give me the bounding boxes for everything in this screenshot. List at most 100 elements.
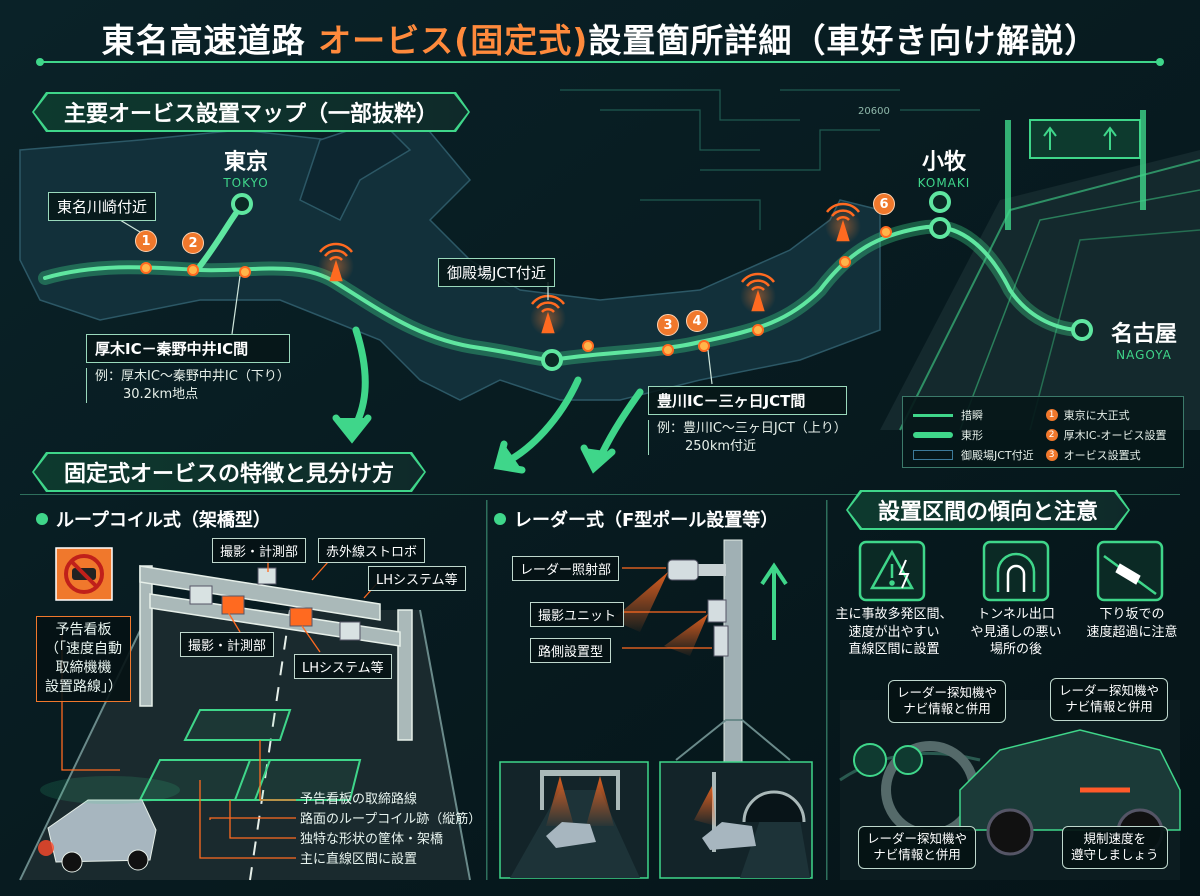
legend-row-road: 東形 bbox=[913, 425, 1034, 445]
tip-bubble-3: レーダー探知機や ナビ情報と併用 bbox=[858, 826, 977, 869]
city-tokyo: 東京 TOKYO bbox=[212, 144, 280, 190]
city-tokyo-jp: 東京 bbox=[223, 150, 268, 175]
city-komaki: 小牧 KOMAKI bbox=[906, 144, 982, 190]
sign-body-3: 設置路線」） bbox=[45, 678, 122, 695]
legend-row-box: 御殿場JCT付近 bbox=[913, 445, 1034, 465]
legend-marker-2: 2 bbox=[1045, 429, 1058, 441]
title-rest: 設置箇所詳細（車好き向け解説） bbox=[588, 21, 1099, 60]
radar-heading: レーダー式（F型ポール設置等） bbox=[494, 506, 778, 532]
gantry-illustration bbox=[19, 565, 471, 881]
callout-atsugi-title: 厚木IC－秦野中井IC間 bbox=[86, 334, 290, 363]
no-car-sign-icon bbox=[55, 547, 113, 601]
orbis-marker-3: 3 bbox=[657, 314, 679, 336]
loop-label-lh-top: LHシステム等 bbox=[368, 566, 466, 591]
legend-node-label: 措瞬 bbox=[961, 409, 983, 422]
title-main: 東名高速道路 bbox=[101, 21, 306, 60]
tendency-tunnel-l3: 場所の後 bbox=[989, 642, 1042, 658]
orbis-dots bbox=[140, 226, 892, 356]
orbis-marker-1: 1 bbox=[135, 230, 157, 252]
legend-marker-1: 1 bbox=[1045, 409, 1058, 421]
map-code: 20600 bbox=[858, 106, 890, 117]
callout-kawasaki: 東名川崎付近 bbox=[48, 192, 157, 221]
sign-title: 予告看板 bbox=[55, 622, 112, 638]
orbis-marker-6: 6 bbox=[873, 193, 895, 215]
radar-label-emitter: レーダー照射部 bbox=[512, 556, 620, 581]
tip-bubble-4-l1: 規制速度を bbox=[1083, 831, 1147, 846]
downhill-car-icon bbox=[1096, 540, 1164, 602]
loop-heading-dot bbox=[36, 513, 48, 525]
tip-bubble-3-l1: レーダー探知機や bbox=[867, 831, 968, 846]
highway-perspective bbox=[880, 110, 1200, 431]
tunnel-icon bbox=[982, 540, 1050, 602]
radar-label-roadside: 路側設置型 bbox=[530, 638, 612, 663]
tip-bubble-4-l2: 遵守しましょう bbox=[1071, 847, 1159, 863]
tip-bubble-4: 規制速度を 遵守しましょう bbox=[1062, 826, 1168, 869]
sign-body-1: （「速度自動 bbox=[45, 640, 122, 657]
sign-body-2: 取締機機 bbox=[55, 659, 112, 676]
tendency-downhill-l1: 下り坂での bbox=[1099, 607, 1165, 622]
legend-m1-label: 東京に大正式 bbox=[1063, 409, 1130, 422]
callout-atsugi-detail: 例：厚木IC～秦野中井IC（下り） 30.2km地点 bbox=[86, 368, 290, 404]
loop-heading: ループコイル式（架橋型） bbox=[36, 506, 271, 532]
tendency-tunnel-l1: トンネル出口 bbox=[977, 607, 1055, 622]
legend-road-swatch bbox=[913, 432, 953, 438]
loop-label-ir-strobe: 赤外線ストロボ bbox=[318, 538, 426, 563]
tip-bubble-3-l2: ナビ情報と併用 bbox=[873, 847, 961, 863]
callout-atsugi: 厚木IC－秦野中井IC間 例：厚木IC～秦野中井IC（下り） 30.2km地点 bbox=[86, 334, 290, 404]
inset-gantry-photo bbox=[499, 761, 649, 879]
city-komaki-en: KOMAKI bbox=[917, 176, 971, 190]
legend-road-label: 東形 bbox=[961, 429, 983, 442]
callout-atsugi-line2: 30.2km地点 bbox=[123, 386, 199, 402]
loop-note-3: 独特な形状の筐体・架橋 bbox=[300, 832, 444, 847]
map-banner-text: 主要オービス設置マップ（一部抜粋） bbox=[34, 94, 468, 130]
legend-m2-label: 厚木IC-オービス設置 bbox=[1063, 429, 1167, 442]
legend-node-swatch bbox=[913, 413, 953, 417]
tip-bubble-2-l2: ナビ情報と併用 bbox=[1065, 699, 1153, 715]
tip-bubble-2: レーダー探知機や ナビ情報と併用 bbox=[1050, 678, 1169, 721]
callout-gotemba: 御殿場JCT付近 bbox=[438, 258, 556, 287]
tip-bubble-2-l1: レーダー探知機や bbox=[1059, 683, 1160, 698]
callout-toyokawa-title: 豊川IC－三ヶ日JCT間 bbox=[648, 386, 847, 415]
tip-bubble-1-l1: レーダー探知機や bbox=[897, 685, 998, 700]
tendency-item-accident: 主に事故多発区間、 速度が出やすい 直線区間に設置 bbox=[832, 606, 956, 659]
callout-toyokawa: 豊川IC－三ヶ日JCT間 例：豊川IC～三ヶ日JCT（上り） 250km付近 bbox=[648, 386, 847, 456]
callout-toyokawa-detail: 例：豊川IC～三ヶ日JCT（上り） 250km付近 bbox=[648, 420, 847, 456]
tendency-item-tunnel: トンネル出口 や見通しの悪い 場所の後 bbox=[958, 606, 1074, 659]
tendency-banner: 設置区間の傾向と注意 bbox=[846, 490, 1130, 530]
features-banner: 固定式オービスの特徴と見分け方 bbox=[32, 452, 426, 492]
radar-heading-dot bbox=[494, 513, 506, 525]
inset-tunnel-photo bbox=[659, 761, 813, 879]
title-accent: オービス(固定式) bbox=[318, 21, 589, 60]
loop-note-4: 主に直線区間に設置 bbox=[300, 852, 418, 867]
loop-note-1: 予告看板の取締路線 bbox=[300, 792, 418, 807]
tendency-item-downhill: 下り坂での 速度超過に注意 bbox=[1076, 606, 1188, 641]
legend-box-label: 御殿場JCT付近 bbox=[961, 449, 1034, 462]
radar-pin-icons bbox=[318, 202, 861, 336]
title-underline bbox=[36, 58, 1164, 66]
loop-label-camera-top: 撮影・計測部 bbox=[212, 538, 307, 563]
route-nodes bbox=[231, 191, 1093, 371]
callout-leaders bbox=[119, 219, 713, 385]
radar-heading-text: レーダー式（F型ポール設置等） bbox=[514, 510, 779, 531]
orbis-marker-4: 4 bbox=[686, 310, 708, 332]
legend-row-m2: 2 厚木IC-オービス設置 bbox=[1045, 425, 1167, 445]
tendency-accident-l3: 直線区間に設置 bbox=[848, 642, 940, 658]
callout-toyokawa-line2: 250km付近 bbox=[685, 438, 757, 454]
tendency-accident-l1: 主に事故多発区間、 bbox=[835, 607, 953, 622]
warning-sign-callout: 予告看板 （「速度自動 取締機機 設置路線」） bbox=[36, 616, 131, 702]
legend-m3-label: オービス設置式 bbox=[1063, 449, 1141, 462]
tendency-accident-l2: 速度が出やすい bbox=[848, 624, 940, 640]
city-nagoya-jp: 名古屋 bbox=[1110, 322, 1177, 347]
radar-pole-illustration bbox=[612, 539, 791, 781]
callout-toyokawa-line1: 例：豊川IC～三ヶ日JCT（上り） bbox=[657, 421, 847, 436]
tendency-tunnel-l2: や見通しの悪い bbox=[970, 624, 1062, 640]
loop-label-camera-mid: 撮影・計測部 bbox=[180, 632, 275, 657]
orbis-marker-2: 2 bbox=[182, 232, 204, 254]
loop-label-lh-mid: LHシステム等 bbox=[294, 654, 392, 679]
radar-leaders bbox=[622, 567, 712, 649]
tip-bubble-1: レーダー探知機や ナビ情報と併用 bbox=[888, 680, 1007, 723]
radar-label-camera: 撮影ユニット bbox=[530, 602, 625, 627]
legend-row-m1: 1 東京に大正式 bbox=[1045, 405, 1167, 425]
